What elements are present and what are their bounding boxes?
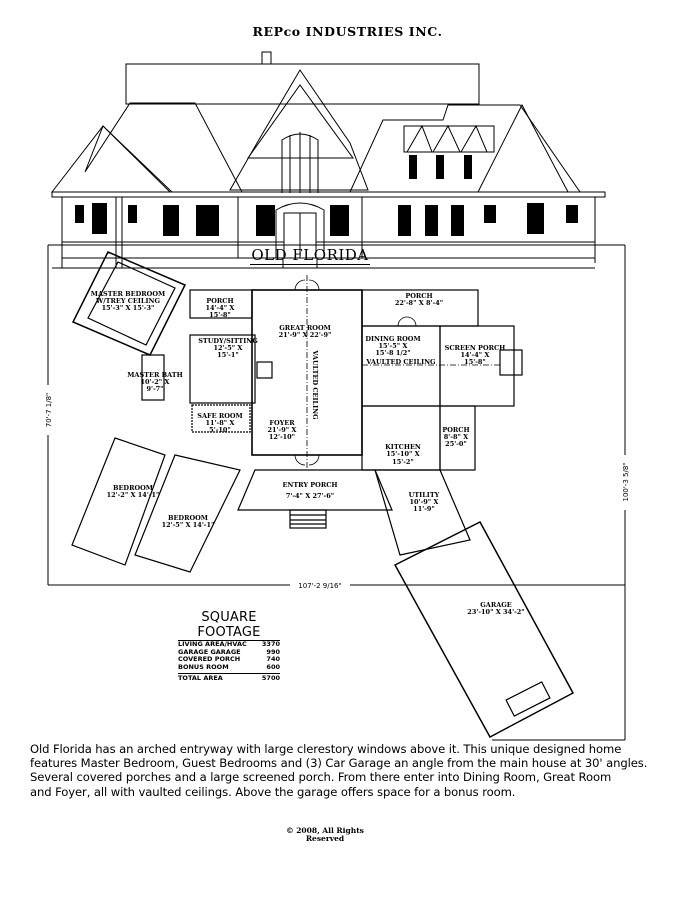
elevation-drawing — [50, 51, 606, 269]
side-porch-size: 8'-8" X — [444, 433, 469, 441]
square-footage-title: SQUARE FOOTAGE — [178, 610, 280, 641]
table-row: LIVING AREA/HVAC 3370 — [178, 640, 280, 649]
entry-porch-size: 7'-4" X 27'-6" — [286, 492, 334, 500]
study-size: 15'-1" — [217, 351, 239, 359]
master-bedroom-size: 15'-3" X 15'-3" — [102, 304, 155, 312]
garage-label: GARAGE — [480, 601, 512, 609]
table-row: GARAGE GARAGE 990 — [178, 647, 280, 657]
foyer-size: 21'-9" X — [268, 426, 298, 434]
dining-room-size: 15'-8 1/2" — [375, 349, 410, 357]
description-line: features Master Bedroom, Guest Bedrooms … — [30, 756, 648, 771]
bedroom-label: BEDROOM — [168, 514, 208, 522]
safe-room-size: 5'-10" — [209, 426, 231, 434]
kitchen-size: 15'-2" — [392, 458, 414, 466]
great-room-size: 21'-9" X 22'-9" — [279, 331, 332, 339]
dining-vaulted-label: VAULTED CEILING — [365, 358, 436, 366]
table-row: COVERED PORCH 740 — [178, 655, 280, 664]
porch-size: 14'-4" X — [206, 304, 236, 312]
screen-porch-label: SCREEN PORCH — [445, 344, 506, 352]
row-label: BONUS ROOM — [178, 662, 229, 671]
kitchen-label: KITCHEN — [385, 443, 421, 451]
row-label: COVERED PORCH — [178, 655, 241, 663]
screen-porch-size: 14'-4" X — [461, 351, 491, 359]
description-line: and Foyer, all with vaulted ceilings. Ab… — [30, 784, 516, 799]
copyright-line: © 2008, All Rights — [286, 826, 364, 835]
dining-room-size: 15'-5" X — [379, 342, 409, 350]
master-bedroom-note: W/TREY CEILING — [95, 297, 160, 305]
side-porch-label: PORCH — [442, 426, 469, 434]
safe-room-size: 11'-8" X — [206, 419, 236, 427]
row-label: GARAGE GARAGE — [178, 647, 241, 656]
row-value: 3370 — [261, 640, 280, 648]
total-value: 5700 — [261, 674, 280, 682]
doors — [294, 279, 417, 466]
rear-porch-size: 22'-8" X 8'-4" — [395, 299, 443, 307]
porch-size: 15'-8" — [209, 311, 231, 319]
kitchen-size: 15'-10" X — [386, 450, 420, 458]
total-label: TOTAL AREA — [178, 674, 223, 682]
row-value: 990 — [266, 647, 280, 656]
square-footage-table: SQUARE FOOTAGE LIVING AREA/HVAC 3370 GARA… — [178, 610, 280, 683]
bedroom-size: 12'-2" X 14'-1" — [107, 491, 160, 499]
study-label: STUDY/SITTING — [198, 337, 258, 345]
left-depth-dimension: 70'-7 1/8" — [45, 393, 53, 428]
side-porch-size: 25'-0" — [445, 440, 467, 448]
total-row: TOTAL AREA 5700 — [178, 673, 280, 683]
company-name: REPco INDUSTRIES INC. — [252, 24, 443, 39]
walls — [71, 251, 575, 739]
foyer-label: FOYER — [269, 419, 295, 427]
bedroom-label: BEDROOM — [113, 484, 153, 492]
porch-label: PORCH — [206, 297, 233, 305]
elevation-windows — [75, 155, 578, 236]
great-room-label: GREAT ROOM — [279, 324, 331, 332]
rear-porch-label: PORCH — [405, 292, 432, 300]
utility-label: UTILITY — [409, 491, 440, 499]
dining-room-label: DINING ROOM — [365, 335, 420, 343]
foyer-size: 12'-10" — [269, 433, 295, 441]
bedroom-size: 12'-5" X 14'-1" — [162, 521, 215, 529]
plan-description: Old Florida has an arched entryway with … — [30, 742, 680, 799]
right-depth-dimension: 100'-3 5/8" — [622, 463, 630, 502]
utility-size: 10'-9" X — [410, 498, 440, 506]
vaulted-ceiling-label: VAULTED CEILING — [311, 349, 319, 420]
row-value: 740 — [266, 655, 280, 663]
master-bath-size: 9'-7" — [146, 385, 163, 393]
plan-title: OLD FLORIDA — [250, 246, 370, 265]
copyright-line: Reserved — [305, 834, 345, 843]
screen-porch-size: 15'-8" — [464, 358, 486, 366]
master-bedroom-label: MASTER BEDROOM — [91, 290, 165, 298]
row-value: 600 — [266, 662, 280, 671]
row-label: LIVING AREA/HVAC — [178, 640, 247, 648]
copyright-notice: © 2008, All Rights Reserved — [270, 827, 380, 843]
master-bath-size: 10'-2" X — [141, 378, 171, 386]
description-line: Old Florida has an arched entryway with … — [30, 742, 622, 756]
master-bath-label: MASTER BATH — [127, 371, 183, 379]
safe-room-label: SAFE ROOM — [197, 412, 243, 420]
garage-size: 23'-10" X 34'-2" — [467, 608, 524, 616]
entry-porch-label: ENTRY PORCH — [282, 481, 337, 489]
utility-size: 11'-9" — [413, 505, 435, 513]
width-dimension: 107'-2 9/16" — [298, 582, 341, 590]
table-row: BONUS ROOM 600 — [178, 662, 280, 672]
study-size: 12'-5" X — [214, 344, 244, 352]
description-line: Several covered porches and a large scre… — [30, 770, 612, 785]
